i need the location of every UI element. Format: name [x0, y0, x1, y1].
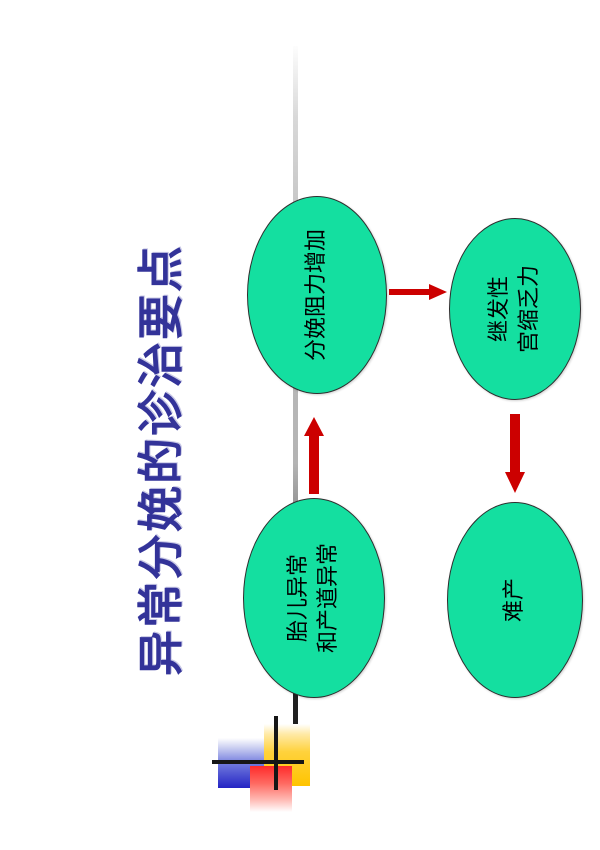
arrow-up-icon — [303, 416, 325, 494]
node-secondary-uterine-inertia[interactable]: 继发性 宫缩乏力 — [449, 218, 581, 400]
node-resistance-label: 分娩阻力增加 — [302, 229, 332, 361]
logo-vertical-bar-icon — [274, 716, 278, 790]
node-fetal-line-2: 和产道异常 — [316, 542, 341, 654]
node-resistance[interactable]: 分娩阻力增加 — [247, 196, 387, 394]
node-fetal-line-1: 胎儿异常 — [286, 553, 311, 643]
node-dystocia-label: 难产 — [500, 578, 530, 622]
page-title: 异常分娩的诊治要点 — [134, 244, 188, 676]
arrow-right-icon — [389, 281, 449, 303]
node-dystocia[interactable]: 难产 — [447, 502, 583, 698]
node-inertia-label: 继发性 宫缩乏力 — [485, 265, 545, 353]
node-dystocia-line-1: 难产 — [502, 577, 527, 623]
arrow-down-icon — [504, 414, 526, 494]
decorative-logo — [212, 716, 312, 812]
logo-horizontal-bar-icon — [212, 760, 304, 764]
node-inertia-line-1: 继发性 — [487, 275, 512, 343]
node-inertia-line-2: 宫缩乏力 — [517, 264, 542, 354]
node-fetal-label: 胎儿异常 和产道异常 — [284, 543, 344, 653]
logo-red-square-icon — [250, 766, 292, 812]
vertical-divider-line — [293, 46, 298, 766]
node-fetal-and-birth-canal-abnormality[interactable]: 胎儿异常 和产道异常 — [243, 498, 385, 698]
node-resistance-line-1: 分娩阻力增加 — [304, 228, 329, 362]
